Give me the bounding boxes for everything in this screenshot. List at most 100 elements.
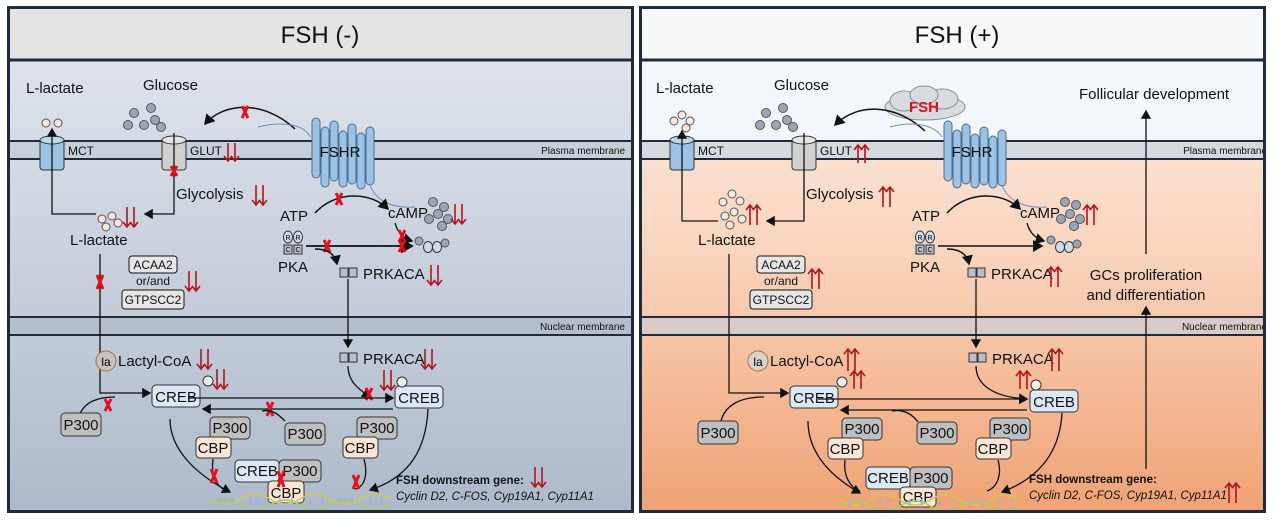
lactyl-coa-down-arrows-icon <box>196 349 213 371</box>
acaa2-box <box>128 255 178 274</box>
fshr-label: FSHR <box>320 144 361 161</box>
regulatory-subunit-camp-icon <box>1046 235 1082 253</box>
creb-right-box <box>394 385 444 409</box>
mct-transporter-icon <box>669 129 695 209</box>
atp-to-camp-arrow <box>314 195 390 214</box>
complex-cbp-label: CBP <box>271 485 302 502</box>
prkaca-cyto-label: PRKACA <box>991 266 1053 283</box>
fshr-receptor-icon <box>257 117 416 208</box>
gene-list: Cyclin D2, C-FOS, Cyp19A1, Cyp11A1 <box>1029 490 1227 502</box>
prkaca-nuclear-icon <box>968 352 987 363</box>
prkaca-icon <box>339 267 358 278</box>
lactyl-coa-label: Lactyl-CoA <box>770 353 843 370</box>
enzyme-up-arrows-icon <box>807 267 824 289</box>
inhibition-x-icon <box>334 192 344 206</box>
p300-a-label: P300 <box>700 425 735 442</box>
inhibition-x-icon <box>209 468 219 484</box>
lactate-molecules-intracellular <box>97 211 123 232</box>
panel-fsh-plus: FSH (+) Plasma membrane Nuclear membrane… <box>639 6 1266 513</box>
creb-left-label: CREB <box>155 389 197 406</box>
svg-text:C: C <box>285 247 290 254</box>
prkaca-nuclear-icon <box>339 352 358 363</box>
prkaca-up-arrows-icon <box>1046 265 1063 287</box>
creb-right-up-arrows-icon <box>1015 369 1032 389</box>
cbp-a-to-complex-arrow <box>843 459 861 492</box>
gene-header: FSH downstream gene: <box>396 475 524 487</box>
gene-up-arrows-icon <box>1224 481 1241 503</box>
inhibition-x-icon <box>276 470 286 488</box>
intracellular-lactate-label: L-lactate <box>70 232 128 249</box>
creb-left-up-arrows-icon <box>849 369 866 389</box>
mct-label: MCT <box>68 144 95 158</box>
gene-down-arrows-icon <box>530 467 547 489</box>
p300-c-label: P300 <box>287 426 322 443</box>
glut-label: GLUT <box>820 144 853 158</box>
enzyme-down-arrows-icon <box>184 271 201 293</box>
svg-text:la: la <box>101 355 111 369</box>
prkaca-phosphorylation-arrow <box>975 365 1029 404</box>
cbp-b-box <box>342 436 379 459</box>
svg-text:C: C <box>927 247 932 254</box>
glycolysis-label: Glycolysis <box>806 186 874 203</box>
panel-fsh-minus: FSH (-) Plasma membrane Nuclear membrane… <box>7 6 634 513</box>
lactate-molecules-extracellular <box>41 118 63 128</box>
p300-b-label: P300 <box>212 420 247 437</box>
glycolysis-down-arrows-icon <box>251 185 268 207</box>
panel-title: FSH (+) <box>915 22 1000 49</box>
glycolysis-up-arrows-icon <box>878 185 895 207</box>
cbp-a-box <box>827 437 864 460</box>
acaa2-box <box>756 255 806 274</box>
inhibition-x-icon <box>95 274 105 290</box>
prkaca-release-arrow <box>946 248 973 266</box>
phosphorylation-badge-icon <box>1030 379 1042 391</box>
lactate-up-arrows-icon <box>745 203 762 225</box>
glucose-molecules <box>123 103 166 132</box>
complex-creb-label: CREB <box>236 463 278 480</box>
panel-title: FSH (-) <box>281 22 360 49</box>
p300-d-label: P300 <box>992 421 1027 438</box>
svg-text:C: C <box>917 247 922 254</box>
cbp-b-label: CBP <box>345 440 376 457</box>
lactate-molecules-intracellular <box>718 189 747 230</box>
lactate-down-arrows-icon <box>122 207 139 229</box>
cbp-a-box <box>195 436 232 459</box>
regulatory-subunit-camp-icon <box>414 236 450 253</box>
prkaca-cyto-label: PRKACA <box>363 266 425 283</box>
plasma-membrane-label: Plasma membrane <box>1183 146 1266 157</box>
p300-c-box <box>916 421 958 445</box>
glycolysis-label: Glycolysis <box>176 186 244 203</box>
cbp-b-box <box>975 437 1012 460</box>
glucose-molecules <box>755 103 798 132</box>
complex-p300-label: P300 <box>913 470 948 487</box>
lactate-to-creb-line <box>728 254 790 399</box>
p300-c-label: P300 <box>919 425 954 442</box>
svg-text:C: C <box>295 247 300 254</box>
p300-c-box <box>284 422 326 446</box>
pka-label: PKA <box>278 259 308 276</box>
creb-right-to-complex-arrow <box>368 408 429 493</box>
lactyl-coa-label: Lactyl-CoA <box>118 353 191 370</box>
or-and-label: or/and <box>136 274 170 288</box>
p300-c-link <box>891 409 919 423</box>
atp-label: ATP <box>280 208 308 225</box>
lactylation-badge-icon <box>836 376 848 388</box>
creb-left-label: CREB <box>793 390 835 407</box>
gcs-line2-label: and differentiation <box>1087 287 1206 304</box>
p300-b-label: P300 <box>844 421 879 438</box>
cbp-b-to-complex-arrow <box>986 459 1001 492</box>
complex-creb-label: CREB <box>867 470 909 487</box>
pathway-diagram-fsh-minus: FSH (-) Plasma membrane Nuclear membrane… <box>10 9 631 510</box>
dna-helix-icon <box>839 494 1021 510</box>
creb-right-down-arrows-icon <box>379 370 396 392</box>
fshr-label: FSHR <box>952 144 993 161</box>
or-and-label: or/and <box>764 274 798 288</box>
atp-to-camp-arrow <box>946 195 1022 214</box>
pathway-diagram-fsh-plus: FSH (+) Plasma membrane Nuclear membrane… <box>642 9 1266 510</box>
extracellular-lactate-label: L-lactate <box>656 80 714 97</box>
acaa2-label: ACAA2 <box>133 258 173 272</box>
complex-p300-label: P300 <box>282 463 317 480</box>
la-icon: la <box>95 350 117 372</box>
creb-right-label: CREB <box>398 390 440 407</box>
prkaca-nuc-label: PRKACA <box>992 351 1054 368</box>
plasma-membrane-label: Plasma membrane <box>541 146 625 157</box>
